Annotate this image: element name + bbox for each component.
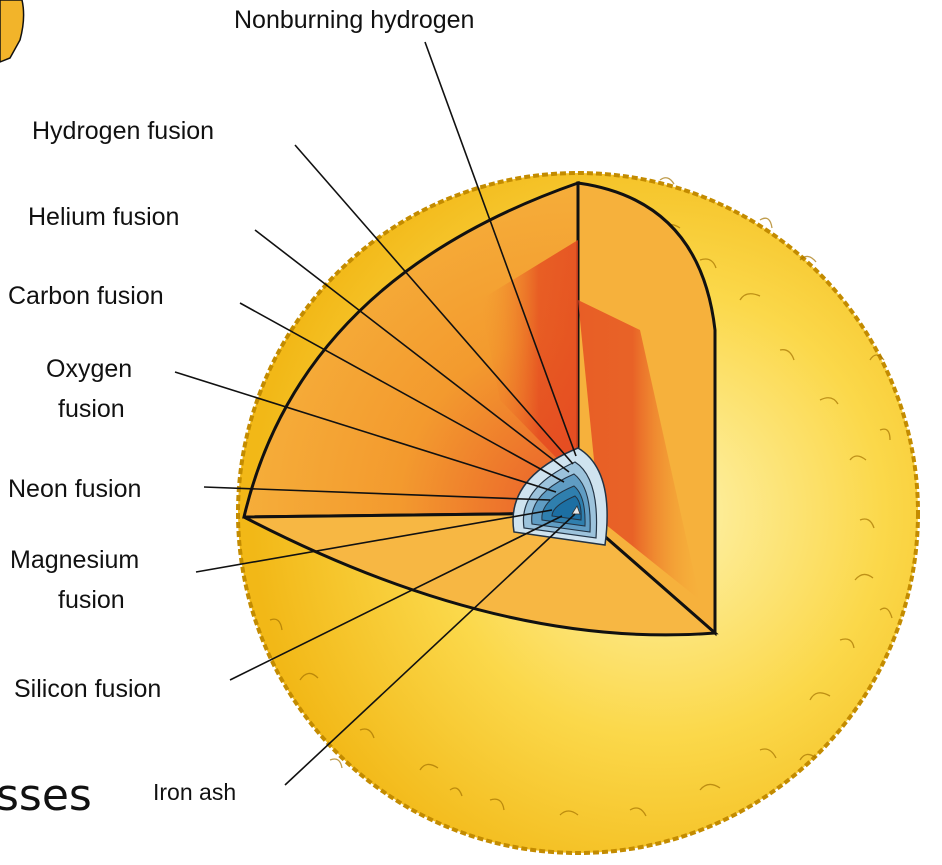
- label-oxygen-fusion-line1: Oxygen: [46, 355, 132, 383]
- label-neon-fusion: Neon fusion: [8, 475, 141, 503]
- fragment-text: sses: [0, 770, 92, 821]
- label-carbon-fusion: Carbon fusion: [8, 282, 164, 310]
- label-silicon-fusion: Silicon fusion: [14, 675, 161, 703]
- label-oxygen-fusion-line2: fusion: [58, 395, 125, 423]
- label-helium-fusion: Helium fusion: [28, 203, 179, 231]
- label-iron-ash: Iron ash: [153, 779, 236, 805]
- label-nonburning-hydrogen: Nonburning hydrogen: [234, 6, 474, 34]
- corner-fragment: [0, 0, 24, 62]
- label-hydrogen-fusion: Hydrogen fusion: [32, 117, 214, 145]
- label-magnesium-fusion-line1: Magnesium: [10, 546, 139, 574]
- label-magnesium-fusion-line2: fusion: [58, 586, 125, 614]
